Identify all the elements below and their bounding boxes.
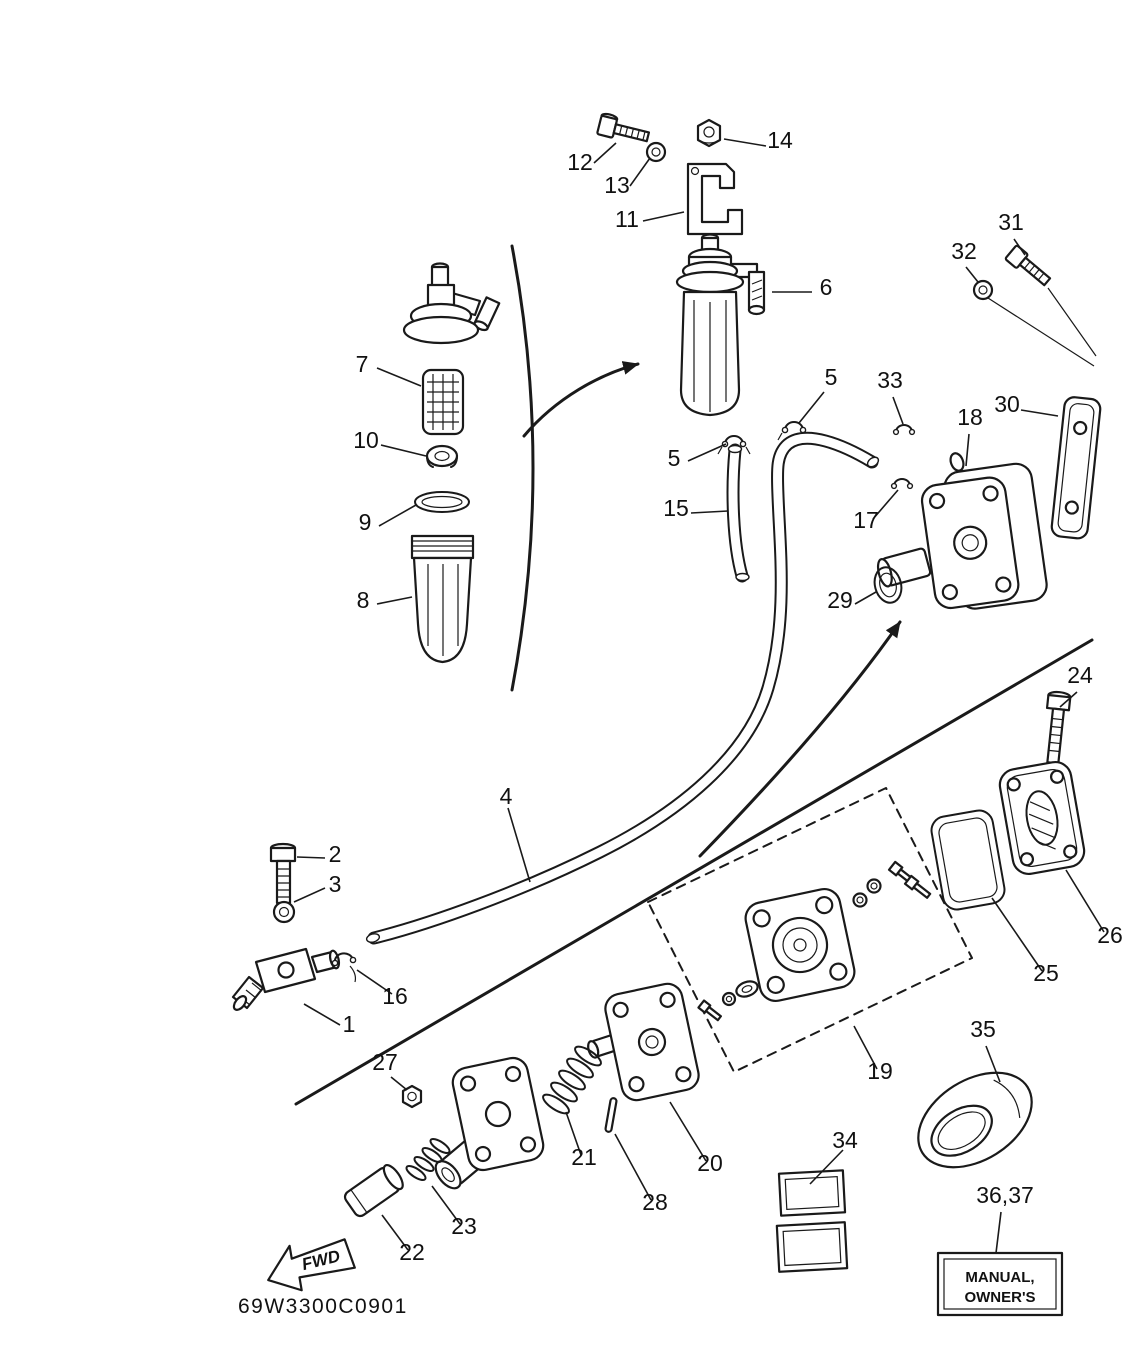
diagram-code: 69W3300C0901 xyxy=(238,1295,408,1318)
fwd-arrow: FWD xyxy=(267,1238,356,1292)
part-4-fuel-hose xyxy=(365,431,880,945)
part-15-fuel-hose xyxy=(726,443,750,583)
part-9-o-ring xyxy=(414,491,470,513)
part-label-6: 6 xyxy=(820,274,833,300)
part-20-pump-bracket xyxy=(587,982,700,1102)
part-label-5a: 5 xyxy=(668,445,681,471)
part-8-filter-cup xyxy=(410,534,475,664)
owners-manual-box: MANUAL, OWNER'S xyxy=(936,1251,1064,1317)
part-label-2: 2 xyxy=(329,841,342,867)
part-3-washer xyxy=(272,900,296,924)
part-14-nut xyxy=(696,118,722,148)
part-2-bolt xyxy=(269,842,297,905)
fuel-filter-head-assembly xyxy=(402,262,501,345)
manual-text-line2: OWNER'S xyxy=(964,1289,1035,1306)
part-label-35: 35 xyxy=(970,1016,996,1042)
part-28-pin xyxy=(604,1097,618,1133)
part-12-bolt xyxy=(596,112,651,143)
part-label-25: 25 xyxy=(1033,960,1059,986)
part-18-fuel-pump xyxy=(876,452,1048,610)
group-bracket-curve xyxy=(510,244,535,692)
part-label-12: 12 xyxy=(567,149,593,175)
part-21-spring xyxy=(542,1045,602,1115)
part-label-28: 28 xyxy=(642,1189,668,1215)
part-31-bolt xyxy=(1004,244,1052,287)
flow-arrow-to-pump xyxy=(698,620,902,858)
manual-text-line1: MANUAL, xyxy=(965,1269,1034,1286)
part-label-1: 1 xyxy=(343,1011,356,1037)
part-19-screws-washers xyxy=(697,860,932,1022)
part-label-32: 32 xyxy=(951,238,977,264)
part-label-36-37: 36,37 xyxy=(976,1182,1034,1208)
part-30-bracket xyxy=(1050,396,1102,540)
part-17-clip xyxy=(890,478,914,490)
part-6-fuel-filter-assembly xyxy=(675,233,766,417)
part-33-clip xyxy=(892,424,916,436)
part-32-washer xyxy=(972,279,994,301)
part-16-clip xyxy=(331,952,357,983)
part-label-4: 4 xyxy=(500,783,513,809)
part-13-washer xyxy=(645,141,667,163)
part-label-13: 13 xyxy=(604,172,630,198)
part-label-30: 30 xyxy=(994,391,1020,417)
part-25-gasket xyxy=(930,809,1006,911)
part-label-33: 33 xyxy=(877,367,903,393)
part-label-5b: 5 xyxy=(825,364,838,390)
part-label-22: 22 xyxy=(399,1239,425,1265)
part-35-grommet xyxy=(917,1071,1033,1169)
part-label-3: 3 xyxy=(329,871,342,897)
part-label-27: 27 xyxy=(372,1049,398,1075)
part-label-29: 29 xyxy=(827,587,853,613)
part-label-9: 9 xyxy=(359,509,372,535)
part-label-16: 16 xyxy=(382,983,408,1009)
part-label-34: 34 xyxy=(832,1127,858,1153)
part-label-31: 31 xyxy=(998,209,1024,235)
part-19-assembly-outline xyxy=(647,787,973,1073)
part-24-bolt xyxy=(1045,690,1072,765)
part-label-17: 17 xyxy=(853,507,879,533)
part-5-clip-left xyxy=(717,435,751,455)
part-23-spring xyxy=(405,1138,451,1181)
part-7-filter-element xyxy=(421,368,465,436)
part-label-20: 20 xyxy=(697,1150,723,1176)
part-label-14: 14 xyxy=(767,127,793,153)
part-label-11: 11 xyxy=(615,206,639,232)
part-26-cover xyxy=(998,760,1086,876)
flow-arrow-to-filter xyxy=(522,361,640,438)
separator-line xyxy=(294,638,1094,1106)
part-label-7: 7 xyxy=(356,351,369,377)
part-22-plunger-cylinder xyxy=(343,1164,404,1218)
part-29-o-ring xyxy=(873,566,903,604)
part-1-fuel-joint xyxy=(231,947,341,1011)
pump-plunger-housing xyxy=(434,1056,545,1190)
part-label-26: 26 xyxy=(1097,922,1123,948)
leader-lines xyxy=(293,138,1105,1254)
part-label-10: 10 xyxy=(353,427,379,453)
part-34-labels xyxy=(775,1169,849,1273)
part-10-nut xyxy=(425,444,459,468)
part-label-21: 21 xyxy=(571,1144,597,1170)
part-label-24: 24 xyxy=(1067,662,1093,688)
part-11-bracket xyxy=(686,162,744,236)
part-27-nut xyxy=(401,1084,423,1109)
part-label-8: 8 xyxy=(357,587,370,613)
part-label-15: 15 xyxy=(663,495,689,521)
part-label-23: 23 xyxy=(451,1213,477,1239)
part-label-18: 18 xyxy=(957,404,983,430)
part-label-19: 19 xyxy=(867,1058,893,1084)
mount-reference-lines xyxy=(987,287,1097,367)
part-19-pump-body xyxy=(744,887,856,1003)
